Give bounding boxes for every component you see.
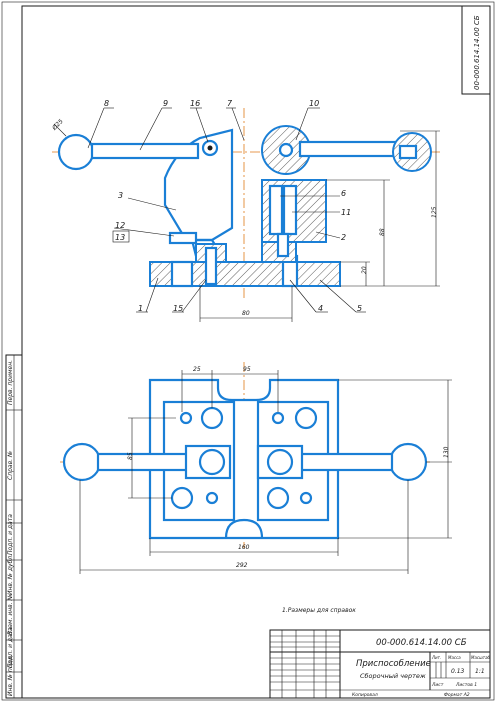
position-labels-front: 8 9 16 7 10 3 6 11 2 12 13 [87,99,366,313]
title-name-2: Сборочный чертеж [360,672,426,680]
handle-rod-left [90,142,200,160]
handle-end-plug [398,144,418,160]
handle-ball-top-right [388,442,428,482]
dim-20: 20 [361,266,368,274]
pos-11: 11 [341,208,351,217]
drawing-frame [21,5,491,699]
dim-160: 160 [238,544,250,551]
stamp-sign-date-1: Подп. и дата [7,514,14,555]
hole-tr-big [294,406,318,430]
dim-80: 80 [242,310,250,317]
pos-3: 3 [118,191,123,200]
pos-5: 5 [357,304,362,313]
bolt-hole-left [170,260,194,288]
hole-tl-big [200,406,224,430]
drawing-note: 1.Размеры для справок [282,607,356,614]
pos-2: 2 [341,233,346,242]
title-stage-header: Лит. [431,655,441,660]
stamp-inv-orig: Инв. № подл. [7,655,14,696]
dim-ball-dia: Ø25 [50,118,65,133]
pos-10: 10 [309,99,319,108]
pos-7: 7 [227,99,233,108]
handle-rod-top-left [96,452,200,472]
stamp-ref-no: Справ. № [7,451,14,480]
title-designation: 00-000.614.14.00 СБ [376,638,467,648]
top-view: 25 95 85 130 160 292 [60,362,452,574]
bottom-notch [224,518,264,539]
pos-9: 9 [163,99,168,108]
clamp-head-right [256,444,304,480]
title-scale-value: 1:1 [475,668,485,675]
handle-ball-top-left [62,442,102,482]
stamp-first-use: Перв. примен. [7,360,14,405]
hole-bl-big [170,486,194,510]
dim-130: 130 [443,446,450,458]
hole-br-small [299,491,313,505]
dim-125: 125 [431,206,438,218]
title-name-1: Приспособление [356,659,431,669]
pos-16: 16 [190,99,200,108]
dim-top-25: 25 [193,366,201,373]
screw-left [268,184,284,236]
designation-rotated: 00-000.614.14.00 СБ [473,15,481,90]
pos-13: 13 [115,233,125,242]
hole-tl-small [179,411,193,425]
stamp-sign-date-2: Подп. и дата [7,627,14,668]
hole-br-big [266,486,290,510]
handle-ball-left [57,133,95,171]
hole-tr-small [271,411,285,425]
title-sheets: Листов 1 [455,682,477,688]
pivot-center [207,145,213,151]
title-scale-header: Масштаб [471,655,491,660]
front-view: 8 9 16 7 10 3 6 11 2 12 13 [50,99,440,322]
pos-8: 8 [104,99,109,108]
stamp-inv-dup: Инв. № дубл. [7,554,14,595]
stamp-replace-inv: Взам. инв. № [7,594,14,635]
title-mass-header: Масса [448,655,461,660]
pin-left [204,246,218,286]
dim-top-95: 95 [243,366,251,373]
pos-4: 4 [318,304,323,313]
washer [168,231,198,245]
pos-12: 12 [115,221,125,230]
dim-85: 85 [127,452,134,460]
clamp-pivot-left [198,448,226,476]
dim-88: 88 [379,228,386,236]
pos-15: 15 [173,304,183,313]
pos-1: 1 [138,304,143,313]
dimensions-top: 25 95 85 130 160 292 [79,366,452,574]
dim-292: 292 [236,562,248,569]
handle-rod-right [298,140,402,158]
screw-tip [276,232,290,258]
screw-right [282,184,298,236]
handle-rod-top-right [294,452,394,472]
title-copied: Копировал [352,692,378,698]
side-stamp: Перв. примен. Справ. № Подп. и дата Инв.… [5,354,23,699]
hole-bl-small [205,491,219,505]
title-sheet: Лист [431,682,444,688]
designation-stamp-top: 00-000.614.14.00 СБ [461,5,491,95]
title-format: Формат A2 [444,692,470,698]
title-block: 00-000.614.14.00 СБ Приспособление Сборо… [269,629,491,699]
title-mass-value: 0.13 [451,668,465,675]
knob-center [278,142,294,158]
pos-6: 6 [341,189,346,198]
clamp-pivot-right [266,448,294,476]
